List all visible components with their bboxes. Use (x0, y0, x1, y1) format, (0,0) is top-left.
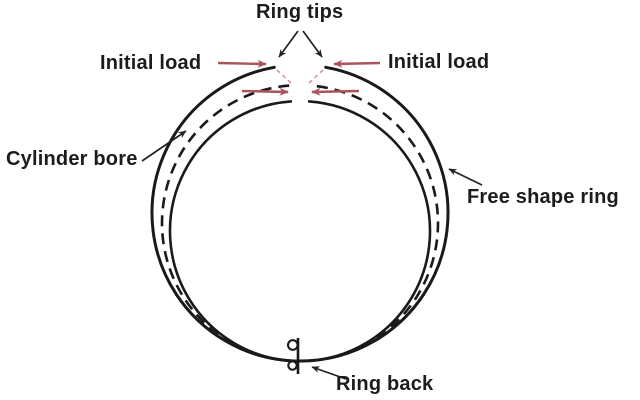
bore-gap-arrow-right (311, 87, 360, 96)
ring-back-symbol (286, 338, 300, 374)
ring-back-symbol-upper-circle (286, 339, 299, 351)
initial-load-arrow-left (217, 59, 267, 68)
tip-travel-dash-left (276, 69, 293, 85)
free-shape-ring-curve (150, 65, 450, 363)
initial-load-label-right: Initial load (388, 51, 490, 73)
ring-back-symbol-lower-circle (287, 360, 298, 371)
bore-gap-arrow-left (241, 87, 289, 96)
initial-load-arrow-right (333, 59, 381, 68)
cylinder-bore-pointer (141, 130, 187, 162)
ring-tips-label: Ring tips (256, 1, 344, 23)
tip-travel-dash-right (307, 69, 324, 85)
ring-back-label: Ring back (336, 373, 434, 395)
initial-load-label-left: Initial load (100, 52, 202, 74)
free-shape-ring-label: Free shape ring (467, 186, 619, 208)
inner-ring-curve (168, 100, 432, 363)
cylinder-bore-label: Cylinder bore (6, 148, 138, 170)
ring-back-pointer (311, 366, 347, 380)
ring-tips-pointer-left (278, 30, 299, 58)
free-shape-ring-pointer (448, 168, 483, 186)
ring-tips-pointer-right (302, 30, 323, 58)
